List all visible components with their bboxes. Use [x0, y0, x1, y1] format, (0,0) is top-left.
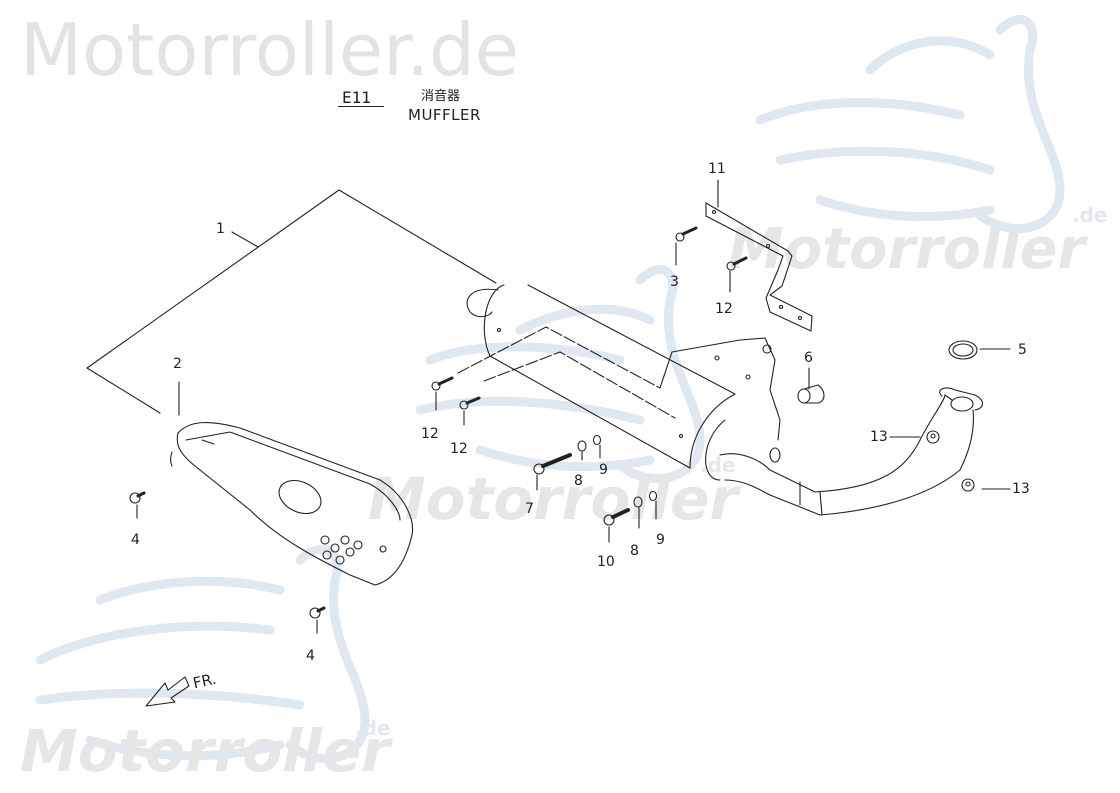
bracket-icon	[705, 202, 813, 332]
washer-8b-icon	[633, 496, 643, 508]
watermark-suffix-bottom: .de	[355, 716, 391, 740]
bolt-3-icon	[675, 226, 698, 242]
callout-8b[interactable]: 8	[630, 543, 639, 559]
watermark-suffix-middle: .de	[700, 453, 736, 477]
callout-13b[interactable]: 13	[1012, 481, 1030, 497]
muffler-body-icon	[457, 284, 781, 496]
callout-12c[interactable]: 12	[450, 441, 468, 457]
callout-4b[interactable]: 4	[306, 648, 315, 664]
assembly-outline-1	[86, 189, 497, 414]
callout-7[interactable]: 7	[525, 501, 534, 517]
bolt-12-mid-icon	[459, 396, 481, 410]
screw-4b-icon	[309, 606, 326, 619]
bushing-icon	[797, 384, 825, 404]
watermark-top-text: Motorroller.de	[20, 8, 520, 92]
nut-13b-icon	[961, 478, 975, 492]
gasket-icon	[948, 340, 978, 360]
callout-9a[interactable]: 9	[599, 462, 608, 478]
callout-4a[interactable]: 4	[131, 532, 140, 548]
screw-4a-icon	[129, 491, 146, 504]
front-arrow-icon	[145, 676, 190, 707]
diagram-title-jp: 消音器	[421, 89, 461, 104]
watermark-suffix-right: .de	[1072, 203, 1108, 227]
callout-13a[interactable]: 13	[870, 429, 888, 445]
callout-12a[interactable]: 12	[715, 301, 733, 317]
watermark-brand-bottom: Motorroller	[20, 717, 390, 785]
diagram-code: E11	[342, 88, 371, 107]
nut-13a-icon	[926, 430, 940, 444]
diagram-code-underline	[338, 106, 384, 107]
callout-2[interactable]: 2	[173, 356, 182, 372]
callout-1[interactable]: 1	[216, 221, 225, 237]
callout-9b[interactable]: 9	[656, 532, 665, 548]
callout-11[interactable]: 11	[708, 161, 726, 177]
nut-9a-icon	[592, 434, 602, 446]
exhaust-pipe-icon	[769, 387, 984, 516]
callout-3[interactable]: 3	[670, 274, 679, 290]
bolt-12-upper-icon	[726, 256, 748, 271]
diagram-title: MUFFLER	[408, 106, 481, 124]
callout-8a[interactable]: 8	[574, 473, 583, 489]
callout-5[interactable]: 5	[1018, 342, 1027, 358]
bolt-10-icon	[603, 508, 630, 526]
bolt-12-left-icon	[431, 376, 454, 391]
callout-6[interactable]: 6	[804, 350, 813, 366]
bolt-7-icon	[533, 453, 572, 475]
watermark-brand-middle: Motorroller	[368, 465, 738, 533]
nut-9b-icon	[648, 490, 658, 502]
heat-shield-icon	[169, 421, 414, 586]
callout-10[interactable]: 10	[597, 554, 615, 570]
callout-12b[interactable]: 12	[421, 426, 439, 442]
washer-8a-icon	[577, 440, 587, 452]
